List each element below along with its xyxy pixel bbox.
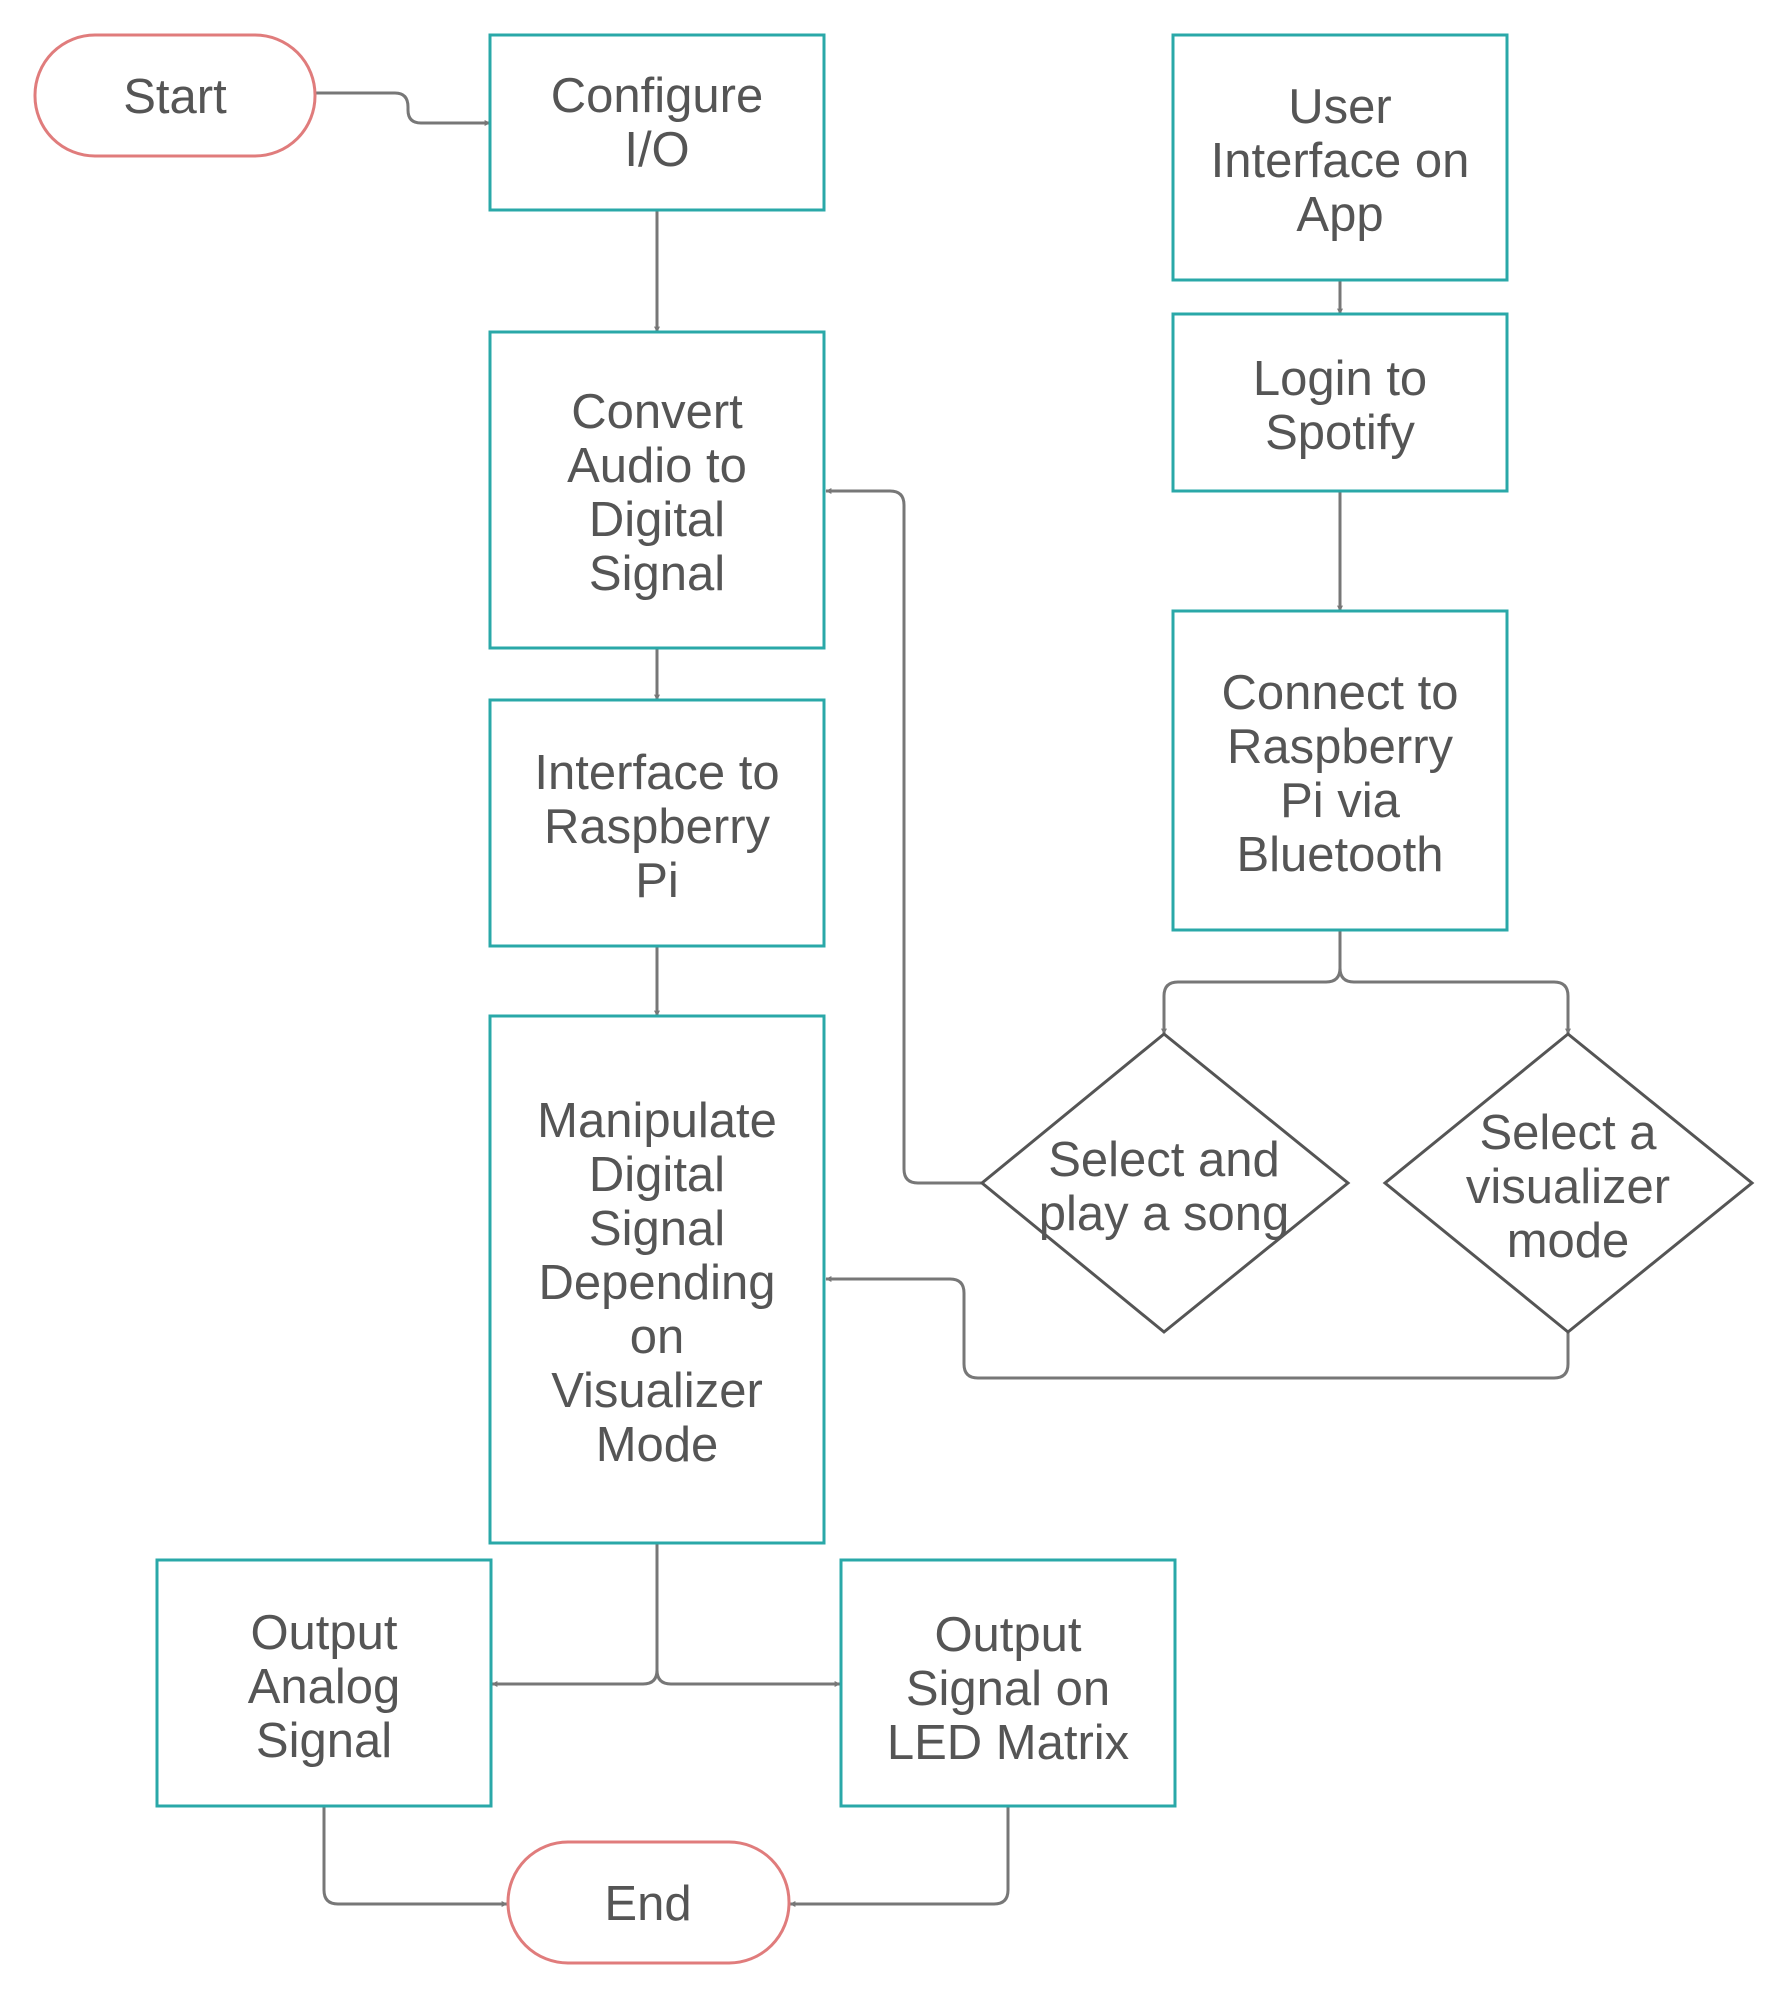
label-line: Signal: [589, 547, 725, 601]
label-line: Interface to: [534, 746, 779, 800]
label-line: LED Matrix: [887, 1716, 1129, 1770]
label-line: on: [630, 1310, 685, 1364]
label-line: Digital: [589, 1148, 725, 1202]
end-label: End: [604, 1877, 691, 1931]
label-line: Pi via: [1280, 774, 1401, 828]
connector-manipulate-to-output-led: [655, 1669, 841, 1687]
label-line: Connect to: [1222, 666, 1459, 720]
label-line: visualizer: [1466, 1160, 1670, 1214]
label-line: I/O: [624, 123, 689, 177]
label-line: Pi: [635, 854, 679, 908]
label-line: Login to: [1253, 352, 1427, 406]
label-line: Signal on: [906, 1662, 1110, 1716]
connector-output-led-to-end: [789, 1806, 1010, 1907]
label-line: Analog: [248, 1660, 401, 1714]
start-terminal: Start: [33, 33, 317, 158]
label-line: App: [1296, 188, 1383, 242]
label-line: Select and: [1048, 1133, 1280, 1187]
connector-select-mode-to-manipulate: [825, 1276, 1570, 1380]
label-line: Raspberry: [544, 800, 771, 854]
label-line: Spotify: [1265, 406, 1415, 460]
label-line: mode: [1507, 1214, 1630, 1268]
label-line: Bluetooth: [1236, 828, 1443, 882]
connector-connect-to-select-mode: [1338, 967, 1571, 1035]
label-line: Manipulate: [537, 1094, 777, 1148]
end-terminal: End: [506, 1840, 791, 1965]
start-label: Start: [123, 70, 227, 124]
connector-manipulate-to-output-analog: [491, 1543, 659, 1687]
label-line: Raspberry: [1227, 720, 1454, 774]
label-line: Mode: [596, 1418, 719, 1472]
connector-select-song-to-convert: [825, 488, 982, 1185]
connector-connect-to-select-song: [1161, 930, 1342, 1035]
label-line: Signal: [589, 1202, 725, 1256]
connectors: [315, 91, 1571, 1907]
connector-start-to-configure: [315, 91, 491, 126]
label-line: User: [1288, 80, 1391, 134]
label-line: Digital: [589, 493, 725, 547]
label-line: Convert: [571, 385, 743, 439]
label-line: Depending: [538, 1256, 775, 1310]
label-line: Output: [250, 1606, 397, 1660]
connector-output-analog-to-end: [322, 1806, 508, 1907]
label-line: Select a: [1479, 1106, 1657, 1160]
label-line: Signal: [256, 1714, 392, 1768]
label-line: Configure: [551, 69, 763, 123]
label-line: play a song: [1039, 1187, 1290, 1241]
label-line: Output: [934, 1608, 1081, 1662]
label-line: Interface on: [1211, 134, 1470, 188]
label-line: Audio to: [567, 439, 747, 493]
label-line: Visualizer: [551, 1364, 763, 1418]
